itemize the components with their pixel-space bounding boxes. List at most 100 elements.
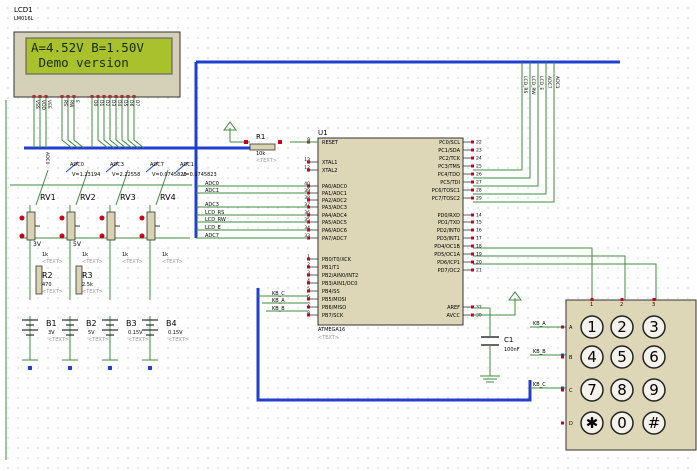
pot-text: <TEXT> [82,259,103,265]
mcu-pin-number: 13 [304,157,310,163]
keypad-col-label: 3 [652,302,655,308]
lcd-ref: LCD1 [14,6,33,14]
pot-value: 1k [162,252,168,258]
pot-ref: RV1 [40,193,56,202]
mcu-pin-number: 19 [476,252,482,258]
battery-ref: B3 [126,319,137,328]
mcu-pin-number: 36 [304,210,310,216]
resistor-value: 470 [42,282,52,288]
mcu-pin-number: 28 [476,188,482,194]
keypad-key[interactable]: 5 [610,345,634,369]
net-label: LCD_E [205,225,221,231]
net-label: KB_A [272,298,285,304]
lcd-pin-label: D0 [92,100,98,106]
keypad-key[interactable]: 7 [580,378,604,402]
mcu-pin-number: 27 [476,180,482,186]
resistor-text: <TEXT> [82,289,103,295]
lcd-pin-label: D6 [128,100,134,106]
net-label: KB_B [272,306,285,312]
c1-value: 100nF [504,347,520,353]
keypad-key[interactable]: 0 [610,411,634,435]
keypad-key[interactable]: 8 [610,378,634,402]
mcu-pin-name: PB1/T1 [322,265,340,271]
lcd-module[interactable]: LCD1 LM016L A=4.52V B=1.50V Demo version… [13,6,181,111]
keypad-key[interactable]: # [642,411,666,435]
pot-value: 1k [122,252,128,258]
mcu-pin-name: PC3/TMS [438,164,460,170]
keypad-key[interactable]: 6 [642,345,666,369]
mcu-pin-number: 20 [476,260,482,266]
mcu-pin-number: 17 [476,236,482,242]
voltmeter-reading: V=0.0745823 [152,172,187,178]
mcu-pin-number: 18 [476,244,482,250]
bus-lines[interactable] [24,60,620,402]
resistor-r1[interactable]: R1 10k <TEXT> [244,133,282,164]
net-label: ADC1 [554,76,560,89]
keypad-key-label: # [648,414,661,432]
mcu-pin-number: 4 [307,278,310,284]
keypad-key[interactable]: 1 [580,315,604,339]
pot-text: <TEXT> [162,259,183,265]
battery-value: 0.15V [128,330,143,336]
battery-ref: B2 [86,319,97,328]
lcd-pin-label: D7 [134,100,140,106]
net-label: KB_C [533,382,546,388]
capacitor-c1[interactable]: C1 100nF [481,336,520,353]
mcu-pin-number: 25 [476,164,482,170]
pot-value: 1k [42,252,48,258]
lcd-model: LM016L [14,16,34,22]
mcu-pin-name: PA6/ADC6 [322,228,347,234]
keypad-key[interactable]: 2 [610,315,634,339]
mcu-pin-name: AVCC [446,313,460,319]
keypad-key-label: 2 [617,318,627,336]
mcu-pin-number: 35 [304,217,310,223]
keypad-key[interactable]: ✱ [580,411,604,435]
voltmeter-net: ADC0 [70,162,84,168]
mcu-pin-number: 6 [307,294,310,300]
mcu-pin-name: PD5/OC1A [434,252,460,258]
pot-value: 1k [82,252,88,258]
lcd-line-1: A=4.52V B=1.50V [31,40,144,55]
keypad-row-label: D [569,421,573,427]
net-label: KB_C [272,291,285,297]
lcd-pin-label: RW [68,100,74,108]
voltmeter-net: ADC3 [110,162,124,168]
mcu-pin-number: 33 [304,233,310,239]
mcu-pin-number: 23 [476,148,482,154]
mcu-pin-name: PA5/ADC5 [322,220,347,226]
net-label: ADC7 [205,233,219,239]
voltmeter-reading: V=0.0745823 [182,172,217,178]
lcd-pin-label: D1 [98,100,104,106]
keypad-key[interactable]: 4 [580,345,604,369]
keypad-key[interactable]: 3 [642,315,666,339]
lcd-pin-label: E [74,100,80,103]
lcd-pin-label: D5 [122,100,128,106]
mcu-pin-name: PA7/ADC7 [322,236,347,242]
keypad-key-label: 5 [617,348,627,366]
mcu-pin-name: XTAL1 [322,160,337,166]
mcu-pin-number: 1 [307,254,310,260]
mcu-pin-name: PB5/MOSI [322,297,346,303]
mcu-pin-name: RESET [322,140,339,146]
lcd-line-2: Demo version [31,55,129,70]
keypad-key[interactable]: 9 [642,378,666,402]
battery-text: <TEXT> [128,337,149,343]
battery-text: <TEXT> [48,337,69,343]
mcu-model: ATMEGA16 [318,327,345,333]
mcu-pin-number: 3 [307,270,310,276]
mcu-pin-name: PC7/TOSC2 [432,196,460,202]
keypad-key-label: 0 [617,414,627,432]
mcu-pin-number: 9 [307,137,310,143]
battery-value: 0.15V [168,330,183,336]
mcu-ref: U1 [318,129,328,137]
lcd-pin-label: RS [62,100,68,106]
mcu-pin-number: 39 [304,188,310,194]
mcu-pin-name: PB0/T0/XCK [322,257,352,263]
mcu-pin-name: PC6/TOSC1 [432,188,460,194]
net-label: LCD_RW [530,76,536,95]
mcu-pin-name: XTAL2 [322,168,337,174]
